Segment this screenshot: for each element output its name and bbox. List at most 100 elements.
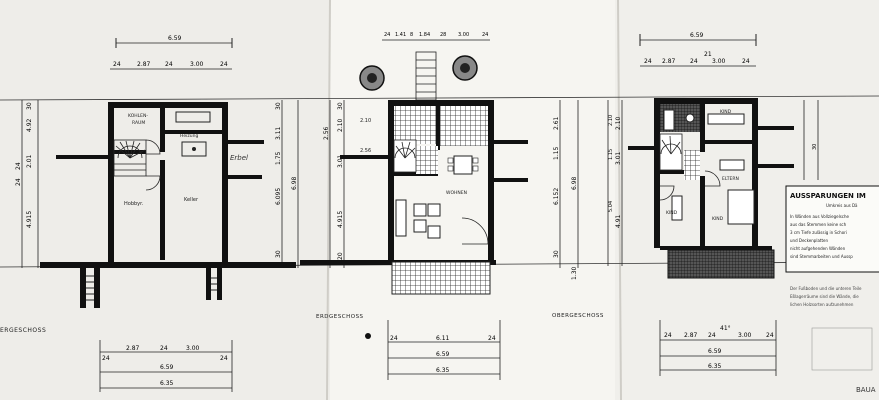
plan-title-obergeschoss: OBERGESCHOSS — [552, 313, 604, 319]
dim-text: 6.095 — [275, 188, 282, 205]
dim-text: 6.35 — [708, 363, 722, 370]
dim-text: 1.15 — [608, 149, 614, 160]
dim-text: 6.59 — [168, 35, 182, 42]
obergeschoss-stair — [659, 133, 683, 171]
plan-erdgeschoss: 24 1.41 8 1.84 28 3.00 24 30 2.10 2.56 3… — [300, 32, 579, 380]
tank — [175, 111, 211, 123]
dim-text: 3.11 — [275, 126, 282, 140]
dim-text: 2.87 — [126, 345, 140, 352]
dining-chair — [447, 157, 454, 164]
door-swing — [145, 139, 161, 155]
dim-text: 6.152 — [553, 188, 560, 205]
dim-text: 30 — [26, 102, 33, 110]
dim-text: 24 — [708, 332, 716, 339]
room-label-kind: KIND — [720, 109, 732, 115]
armchair — [427, 203, 441, 217]
erdgeschoss-stair — [393, 139, 417, 173]
dim-text: 6.35 — [436, 367, 450, 374]
room-label-kohlen: KOHLEN- — [128, 113, 148, 119]
dim-text: 28 — [440, 32, 446, 38]
dim-text: 3.00 — [190, 61, 204, 68]
legend-line: In Wänden aus Vollziegelsche — [790, 214, 850, 219]
dim-text: 2.87 — [137, 61, 151, 68]
svg-text:2.56: 2.56 — [360, 148, 371, 154]
heating-boiler — [181, 141, 207, 157]
dim-text: 4.915 — [337, 211, 344, 228]
dim-text: 24 — [220, 355, 228, 362]
dim-text: 1.15 — [553, 146, 560, 160]
dim-text: 24 — [742, 58, 750, 65]
hall-tiles — [416, 146, 438, 174]
dim-text: 3.01 — [615, 151, 622, 165]
room-label-wohnen: WOHNEN — [446, 190, 467, 196]
plan-title-erdgeschoss: ERDGESCHOSS — [316, 314, 364, 320]
room-label-kind: KIND — [666, 210, 678, 216]
note-block: Der Fußboden und die unteren Teile Eßlag… — [790, 286, 862, 307]
coffee-table — [413, 219, 427, 233]
dim-text: 4.915 — [26, 211, 33, 228]
dim-text: 24 — [113, 61, 121, 68]
dim-text: 24 — [15, 162, 22, 170]
dining-chair — [472, 165, 479, 172]
dim-text: 24 — [220, 61, 228, 68]
dim-text: 30 — [275, 250, 282, 258]
dim-text: 24 — [102, 355, 110, 362]
dim-text: 6.59 — [708, 348, 722, 355]
legend-box: AUSSPARUNGEN IM Umkreis aus Dä In Wänden… — [785, 185, 879, 273]
heating-boiler-dot — [192, 147, 196, 151]
sofa — [395, 199, 407, 237]
keller-stair — [113, 139, 147, 177]
dim-text: 3.00 — [186, 345, 200, 352]
obergeschoss-walls — [628, 98, 794, 250]
dim-text: 24 — [15, 178, 22, 186]
plan-obergeschoss: 6.59 21 24 2.87 24 3.00 24 2.10 3.01 4.9… — [552, 32, 819, 376]
dim-text: 3.00 — [458, 32, 469, 38]
dim-text: 24 — [384, 32, 390, 38]
dim-text: 3.01 — [337, 154, 344, 168]
dim-text: 21 — [704, 51, 712, 58]
bed — [727, 189, 755, 225]
note-line: Eßlagerräume sind die Wände, die — [790, 294, 859, 299]
dim-text: 1.75 — [275, 151, 282, 165]
tree-symbol-center — [460, 63, 470, 73]
reference-line — [0, 95, 879, 101]
erdgeschoss-side-dims: 2.10 2.56 — [360, 118, 371, 154]
keller-exterior-stair — [86, 275, 217, 301]
dining-table — [453, 155, 473, 175]
landing-tiles — [684, 150, 700, 180]
balcony-tiles — [667, 249, 775, 279]
terrace-tiles — [391, 261, 491, 295]
legend-line: 3 cm Tiefe zulässig in Schori — [790, 230, 847, 235]
dim-text: 3.00 — [712, 58, 726, 65]
dim-text: 24 — [390, 335, 398, 342]
dim-text: 30 — [337, 102, 344, 110]
door-swing — [704, 170, 721, 187]
dim-text: 1.30 — [571, 266, 578, 280]
plan-title-keller: ERGESCHOSS — [0, 327, 46, 334]
door-swing — [145, 175, 161, 191]
dim-text: 2.10 — [615, 116, 622, 130]
room-label-kind: KIND — [712, 216, 724, 222]
dim-text: 3.00 — [738, 332, 752, 339]
room-label-keller: Keller — [184, 197, 199, 203]
dim-text: 4.91 — [615, 214, 622, 228]
note-line: lichen Holzsorten aufzunehmen — [790, 302, 854, 307]
dim-text: 41° — [720, 325, 731, 332]
dim-text: 6.98 — [571, 176, 578, 190]
dim-text: 2.10 — [608, 115, 614, 126]
dining-chair — [472, 157, 479, 164]
dim-text: 6.35 — [160, 380, 174, 387]
legend-line: und Deckenplatten — [790, 238, 828, 243]
stamp-block — [811, 327, 873, 371]
dim-text: 2.61 — [553, 116, 560, 130]
dim-text: 30 — [553, 250, 560, 258]
bed — [707, 113, 745, 125]
dim-text: 24 — [488, 335, 496, 342]
dim-text: 24 — [664, 332, 672, 339]
dim-text: 24 — [160, 345, 168, 352]
dim-text: 1.41 — [395, 32, 406, 38]
wc-tiles — [394, 106, 436, 144]
legend-subtitle: Umkreis aus Dä — [826, 203, 858, 208]
